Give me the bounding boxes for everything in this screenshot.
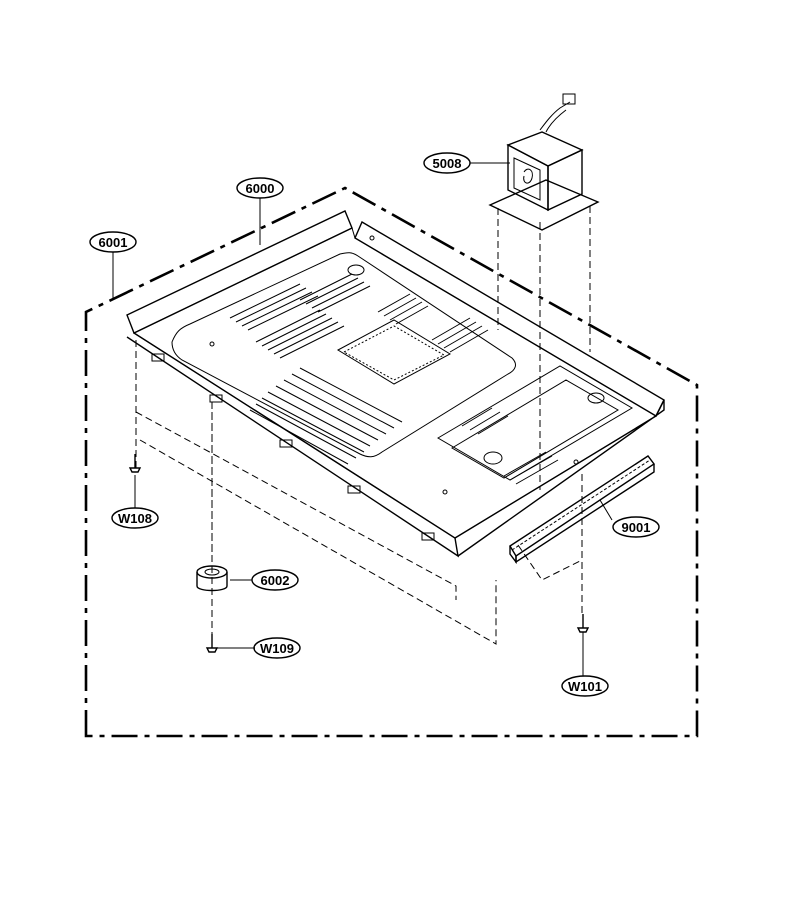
svg-text:W101: W101: [568, 679, 602, 694]
screw-w108: [128, 454, 142, 473]
callout-6000: 6000: [236, 177, 284, 199]
leader-lines: [112, 162, 613, 676]
callout-9001: 9001: [612, 516, 660, 538]
svg-text:W109: W109: [260, 641, 294, 656]
assembly-boundary: [84, 186, 699, 738]
svg-text:W108: W108: [118, 511, 152, 526]
callout-w109: W109: [253, 637, 301, 659]
base-plate: [126, 210, 665, 558]
rubber-foot: [196, 565, 228, 592]
svg-text:9001: 9001: [622, 520, 651, 535]
screw-w109: [205, 634, 219, 653]
foam-strip: [509, 455, 656, 565]
callout-6001: 6001: [89, 231, 137, 253]
svg-text:6001: 6001: [99, 235, 128, 250]
svg-text:6002: 6002: [261, 573, 290, 588]
transformer: [488, 93, 600, 231]
callout-w101: W101: [561, 675, 609, 697]
svg-text:5008: 5008: [433, 156, 462, 171]
callout-w108: W108: [111, 507, 159, 529]
projection-lines: [135, 206, 591, 645]
svg-text:6000: 6000: [246, 181, 275, 196]
callout-6002: 6002: [251, 569, 299, 591]
screw-w101: [576, 614, 590, 633]
callout-5008: 5008: [423, 152, 471, 174]
